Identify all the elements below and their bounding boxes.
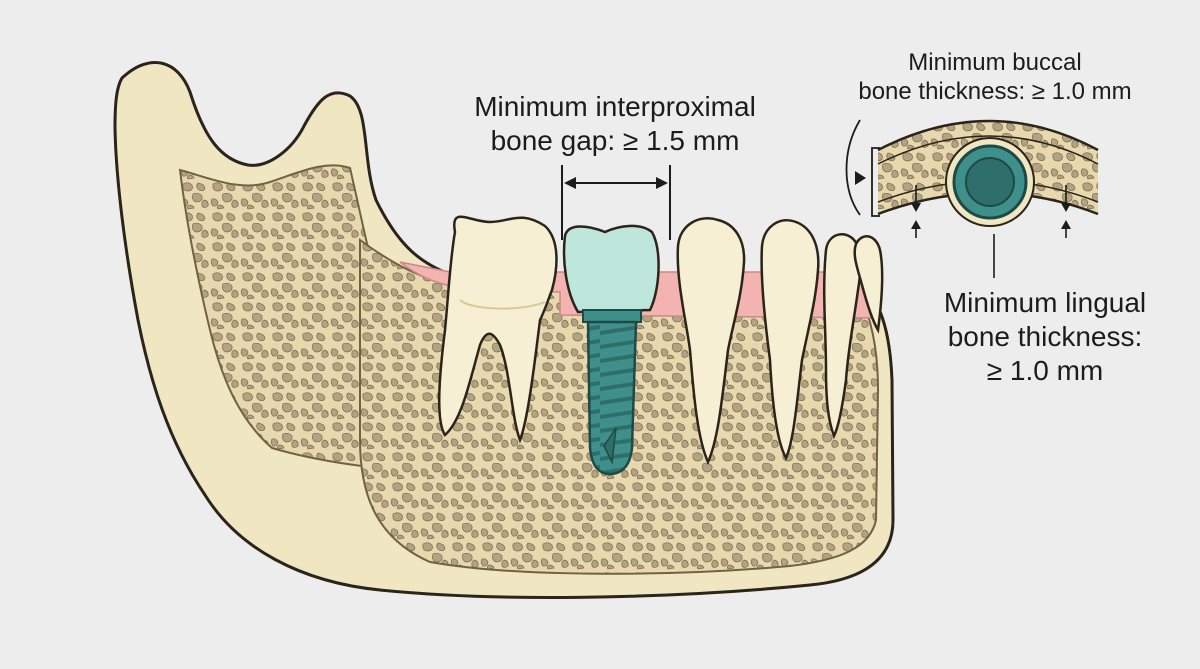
interproximal-gap-label: Minimum interproximal bone gap: ≥ 1.5 mm bbox=[430, 90, 800, 158]
implant-crown bbox=[562, 224, 660, 314]
premolar-tooth-1 bbox=[676, 217, 746, 466]
canine-tooth bbox=[822, 233, 862, 440]
interproximal-gap-label-line1: Minimum interproximal bbox=[474, 91, 756, 122]
lingual-thickness-label: Minimum lingual bone thickness: ≥ 1.0 mm bbox=[900, 286, 1190, 388]
molar-tooth bbox=[438, 215, 558, 444]
interproximal-gap-label-line2: bone gap: ≥ 1.5 mm bbox=[490, 125, 740, 157]
premolar-tooth-2 bbox=[760, 219, 820, 461]
buccal-thickness-label-line2: bone thickness: ≥ 1.0 mm bbox=[858, 78, 1132, 106]
lingual-thickness-label-line3: ≥ 1.0 mm bbox=[986, 355, 1104, 387]
incisor-tooth bbox=[853, 235, 884, 334]
implant-fixture bbox=[586, 320, 638, 476]
implant-abutment bbox=[582, 309, 642, 323]
lingual-thickness-label-line1: Minimum lingual bbox=[943, 287, 1147, 318]
interproximal-gap-dimension bbox=[561, 165, 671, 240]
dental-implant bbox=[562, 224, 660, 476]
buccal-thickness-label: Minimum buccal bone thickness: ≥ 1.0 mm bbox=[830, 48, 1160, 107]
buccal-thickness-label-line1: Minimum buccal bbox=[908, 49, 1082, 76]
implant-cross-section-inset bbox=[845, 119, 1099, 278]
lingual-thickness-label-line2: bone thickness: bbox=[947, 321, 1143, 353]
